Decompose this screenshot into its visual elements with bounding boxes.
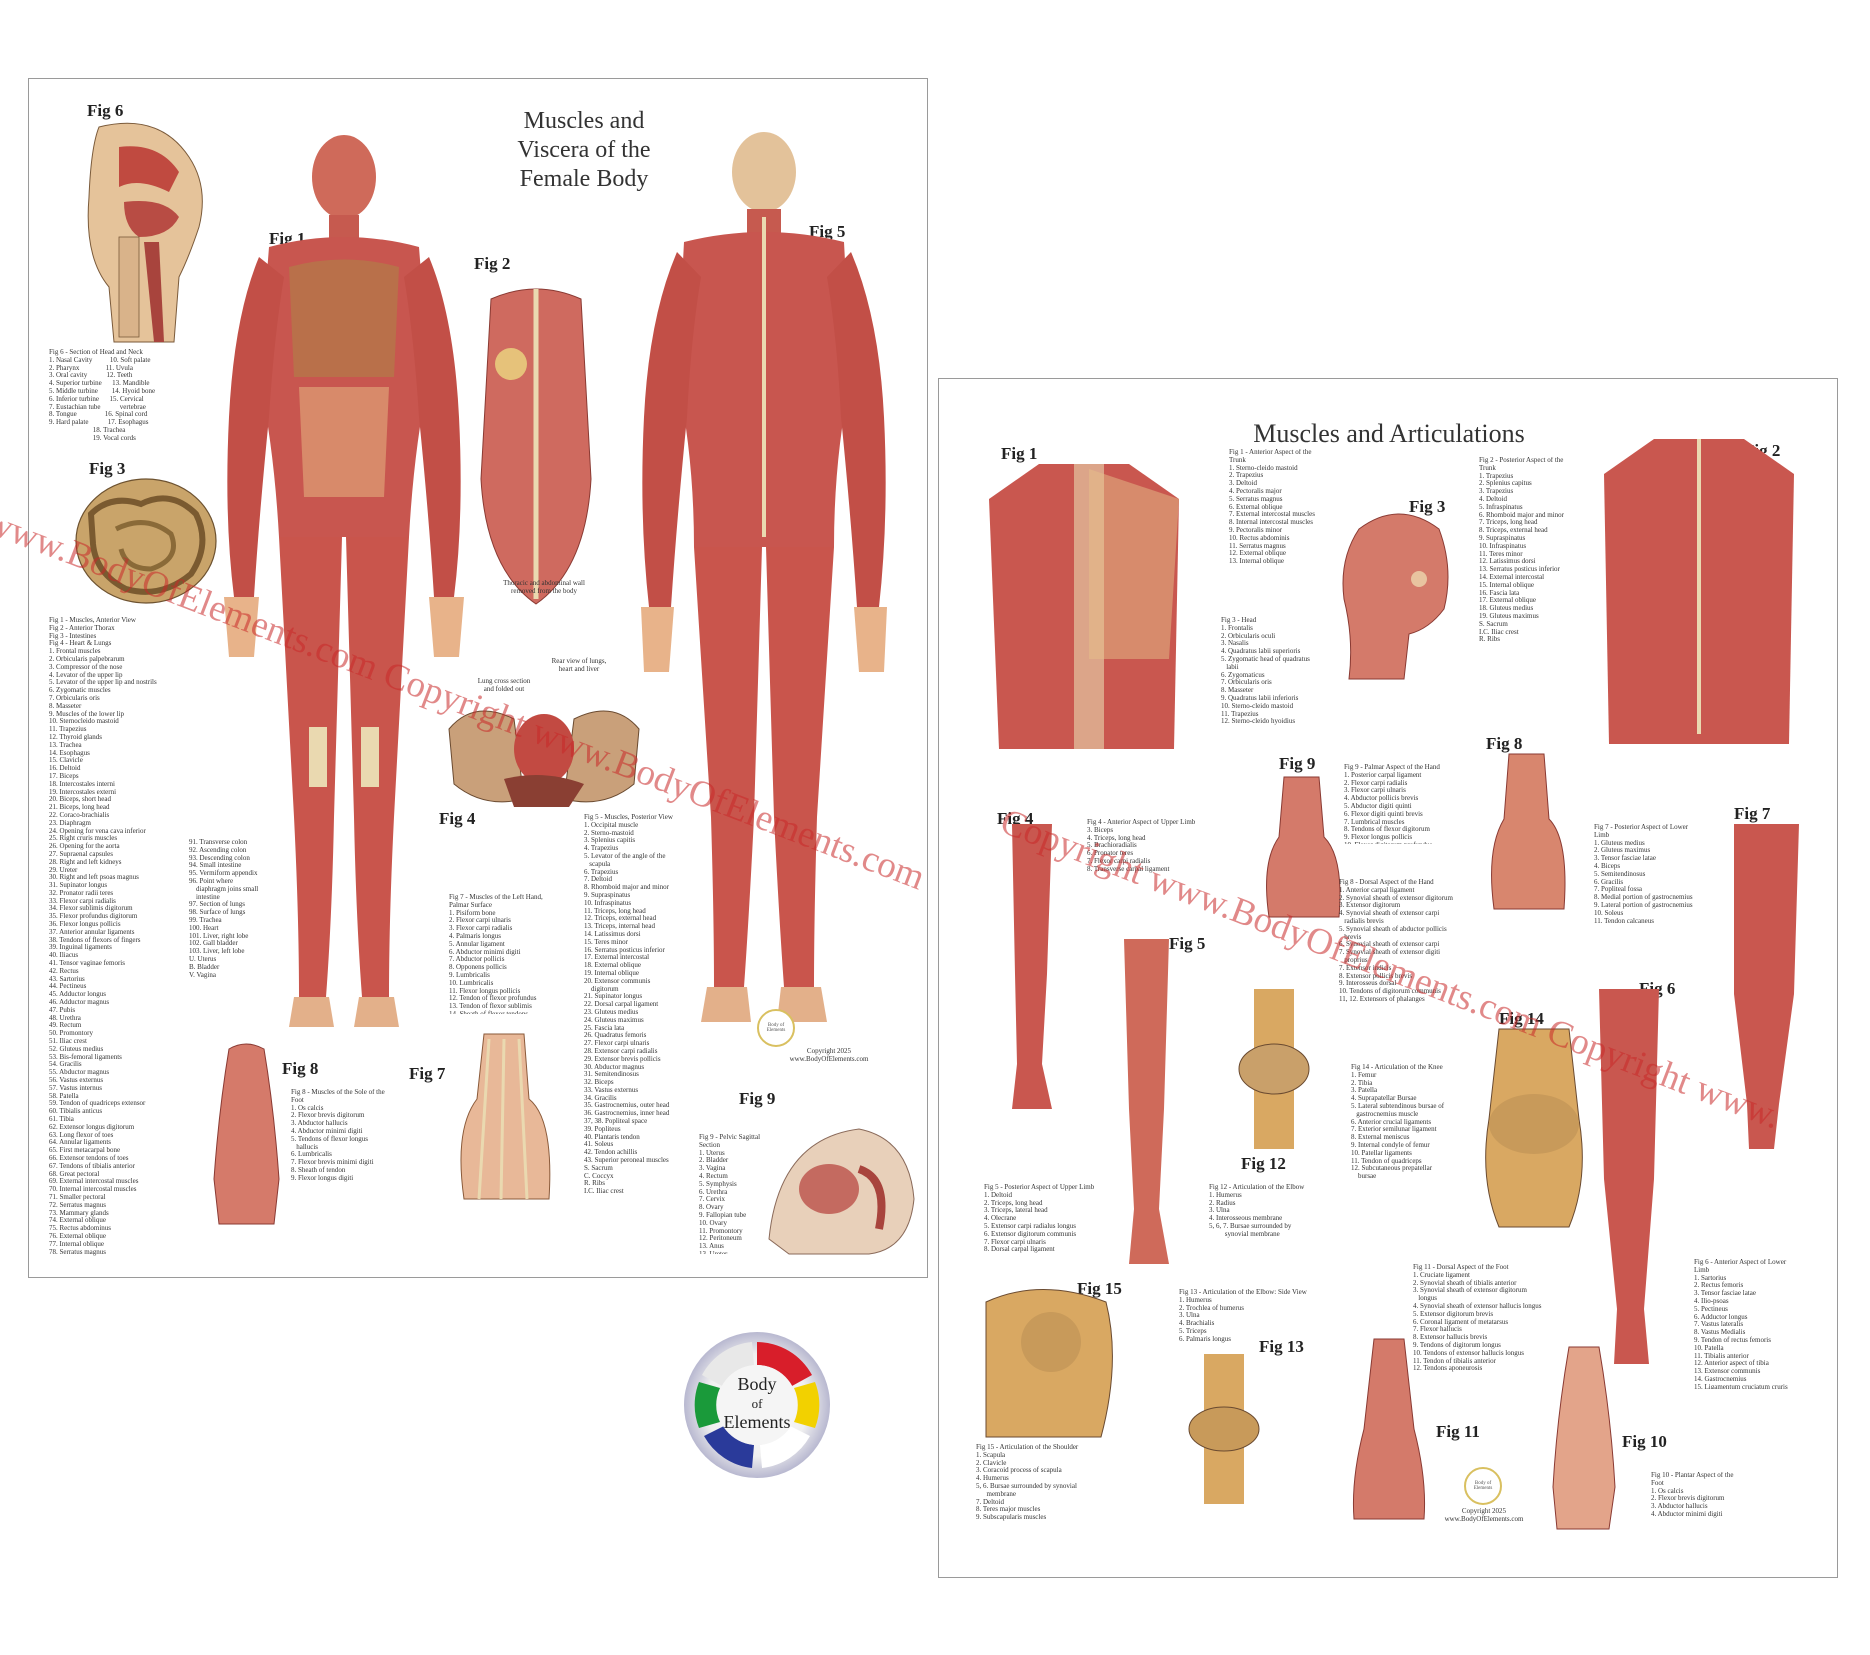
rfig7-label: Fig 7 [1734,804,1771,823]
fig6-caption: Fig 6 - Section of Head and Neck 1. Nasa… [49,349,156,442]
fig1-caption: Fig 1 - Muscles, Anterior View Fig 2 - A… [49,617,157,1256]
rfig1-label: Fig 1 [1001,444,1038,463]
rfig9-label: Fig 9 [1279,754,1316,773]
fig5-posterior-female-body-illustration [629,117,899,1037]
fig7-hand-palmar-illustration [449,1029,559,1204]
fig2-anterior-thorax-illustration [476,279,596,609]
rfig7-caption: Fig 7 - Posterior Aspect of Lower Limb 1… [1594,824,1693,924]
poster-title-left: Muscles and Viscera of the Female Body [449,107,719,194]
rfig8-caption: Fig 8 - Dorsal Aspect of the Hand 1. Ant… [1339,879,1453,1003]
poster-muscles-viscera-female: Muscles and Viscera of the Female Body F… [28,78,928,1278]
fig3-intestines-illustration [71,474,221,609]
fig7-caption: Fig 7 - Muscles of the Left Hand, Palmar… [449,894,543,1014]
fig3-label: Fig 3 [89,459,126,478]
rfig13-label: Fig 13 [1259,1337,1304,1356]
body-of-elements-logo: Body of Elements [682,1330,832,1480]
fig9-label: Fig 9 [739,1089,776,1108]
fig9-caption: Fig 9 - Pelvic Sagittal Section 1. Uteru… [699,1134,761,1254]
fig7-label: Fig 7 [409,1064,446,1083]
fig4-rear-view-note: Rear view of lungs, heart and liver [551,657,607,673]
rfig5-posterior-upper-limb-illustration [1114,939,1179,1269]
title-line-1: Muscles and [523,108,645,134]
rfig7-posterior-lower-limb-illustration [1719,824,1809,1154]
lung-cross-section-note: Lung cross section and folded out [477,677,531,693]
rfig11-caption: Fig 11 - Dorsal Aspect of the Foot 1. Cr… [1413,1264,1542,1373]
fig6-label: Fig 6 [87,101,124,120]
fig6-head-neck-section-illustration [69,117,209,343]
mini-brand-text: Body of Elements [766,1023,786,1033]
mini-brand-logo-right: Body of Elements [1464,1467,1502,1505]
rfig4-label: Fig 4 [997,809,1034,828]
rfig12-caption: Fig 12 - Articulation of the Elbow 1. Hu… [1209,1184,1305,1238]
title-line-2: Viscera of the [517,137,651,163]
rfig4-anterior-upper-limb-illustration [997,824,1067,1114]
fig5-caption: Fig 5 - Muscles, Posterior View 1. Occip… [584,814,673,1196]
fig2-note: Thoracic and abdominal wall removed from… [503,579,585,595]
rfig6-anterior-lower-limb-illustration [1589,989,1669,1369]
rfig1-anterior-trunk-illustration [979,459,1189,759]
rfig9-palmar-hand-illustration [1259,776,1344,922]
rfig5-caption: Fig 5 - Posterior Aspect of Upper Limb 1… [984,1184,1095,1254]
rfig2-posterior-trunk-illustration [1599,434,1799,754]
fig8-caption: Fig 8 - Muscles of the Sole of the Foot … [291,1089,385,1182]
rfig11-label: Fig 11 [1436,1422,1480,1441]
rfig14-label: Fig 14 [1499,1009,1544,1028]
rfig8-dorsal-hand-illustration [1484,753,1569,914]
rfig12-elbow-articulation-illustration [1234,989,1314,1149]
mini-brand-text-right: Body of Elements [1473,1481,1493,1491]
rfig4-caption: Fig 4 - Anterior Aspect of Upper Limb 3.… [1087,819,1196,873]
rfig3-head-illustration [1329,509,1459,680]
poster-muscles-articulations: Muscles and Articulations Fig 1 Fig 3 Fi… [938,378,1838,1578]
fig1-viscera-caption: 91. Transverse colon 92. Ascending colon… [189,839,259,979]
rfig6-caption: Fig 6 - Anterior Aspect of Lower Limb 1.… [1694,1259,1788,1389]
logo-text-of: of [751,1396,763,1411]
title-line-3: Female Body [519,166,649,192]
rfig14-caption: Fig 14 - Articulation of the Knee 1. Fem… [1351,1064,1445,1181]
fig4-heart-lungs-illustration [444,689,644,809]
rfig2-caption: Fig 2 - Posterior Aspect of the Trunk 1.… [1479,457,1564,644]
rfig3-caption: Fig 3 - Head 1. Frontalis 2. Orbicularis… [1221,617,1310,726]
rfig5-label: Fig 5 [1169,934,1206,953]
fig1-anterior-female-body-illustration [214,117,474,1047]
fig8-sole-of-foot-illustration [209,1039,284,1229]
poster-title-right: Muscles and Articulations [1253,419,1525,448]
rfig13-caption: Fig 13 - Articulation of the Elbow: Side… [1179,1289,1307,1343]
rfig15-shoulder-articulation-illustration [981,1282,1121,1442]
rfig15-caption: Fig 15 - Articulation of the Shoulder 1.… [976,1444,1079,1522]
rfig10-plantar-foot-illustration [1549,1346,1619,1532]
fig4-label: Fig 4 [439,809,476,828]
rfig1-caption: Fig 1 - Anterior Aspect of the Trunk 1. … [1229,449,1315,566]
right-copyright-note: Copyright 2025 www.BodyOfElements.com [1444,1507,1524,1523]
rfig9-caption: Fig 9 - Palmar Aspect of the Hand 1. Pos… [1344,764,1440,844]
left-copyright-note: Copyright 2025 www.BodyOfElements.com [789,1047,869,1063]
rfig14-knee-articulation-illustration [1469,1028,1599,1229]
rfig12-label: Fig 12 [1241,1154,1286,1173]
fig8-label: Fig 8 [282,1059,319,1078]
fig9-pelvic-sagittal-illustration [759,1119,919,1259]
rfig10-label: Fig 10 [1622,1432,1667,1451]
mini-brand-logo-left: Body of Elements [757,1009,795,1047]
fig2-label: Fig 2 [474,254,511,273]
fig5-label: Fig 5 [809,222,846,241]
rfig15-label: Fig 15 [1077,1279,1122,1298]
rfig3-label: Fig 3 [1409,497,1446,516]
logo-text-body: Body [737,1374,777,1394]
logo-text-elements: Elements [723,1412,791,1432]
rfig11-dorsal-foot-illustration [1349,1338,1429,1524]
rfig8-label: Fig 8 [1486,734,1523,753]
rfig10-caption: Fig 10 - Plantar Aspect of the Foot 1. O… [1651,1472,1734,1518]
rfig13-elbow-side-illustration [1179,1354,1269,1504]
